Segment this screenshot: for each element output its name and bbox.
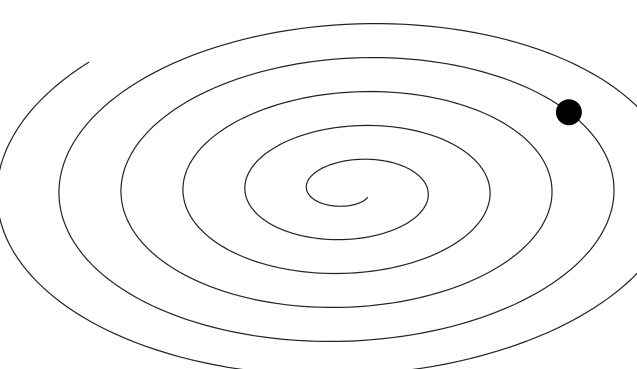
position-marker-dot (556, 99, 582, 125)
spiral-curve (0, 24, 637, 369)
